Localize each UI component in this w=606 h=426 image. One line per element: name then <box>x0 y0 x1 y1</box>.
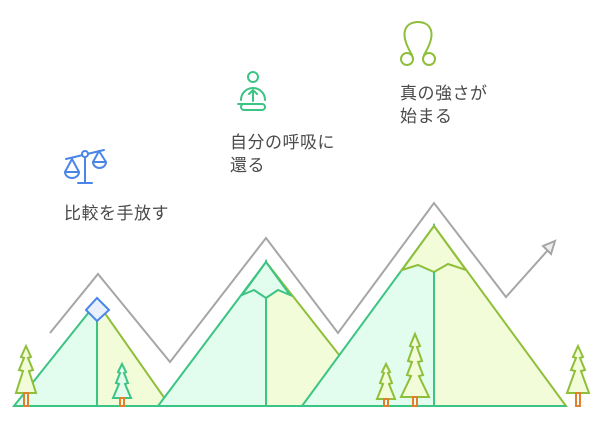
tree-icon <box>375 361 397 407</box>
summit-flag-icon <box>84 296 111 323</box>
step-1-label: 比較を手放す <box>64 204 169 224</box>
step-2-label: 自分の呼吸に 還る <box>230 133 335 176</box>
arrow-head-icon <box>541 239 557 256</box>
mountain-3 <box>300 222 568 407</box>
scale-balance-icon <box>64 149 107 184</box>
mountain-1 <box>11 296 172 407</box>
tree-icon <box>14 343 38 407</box>
progress-path <box>49 201 549 364</box>
step-3-label: 真の強さが 始まる <box>400 84 488 127</box>
meditation-person-icon <box>237 71 266 111</box>
tree-icon <box>399 331 431 407</box>
tree-icon <box>565 343 591 407</box>
mountain-2 <box>156 259 342 407</box>
loop-strength-icon <box>400 21 436 66</box>
tree-icon <box>111 361 133 407</box>
